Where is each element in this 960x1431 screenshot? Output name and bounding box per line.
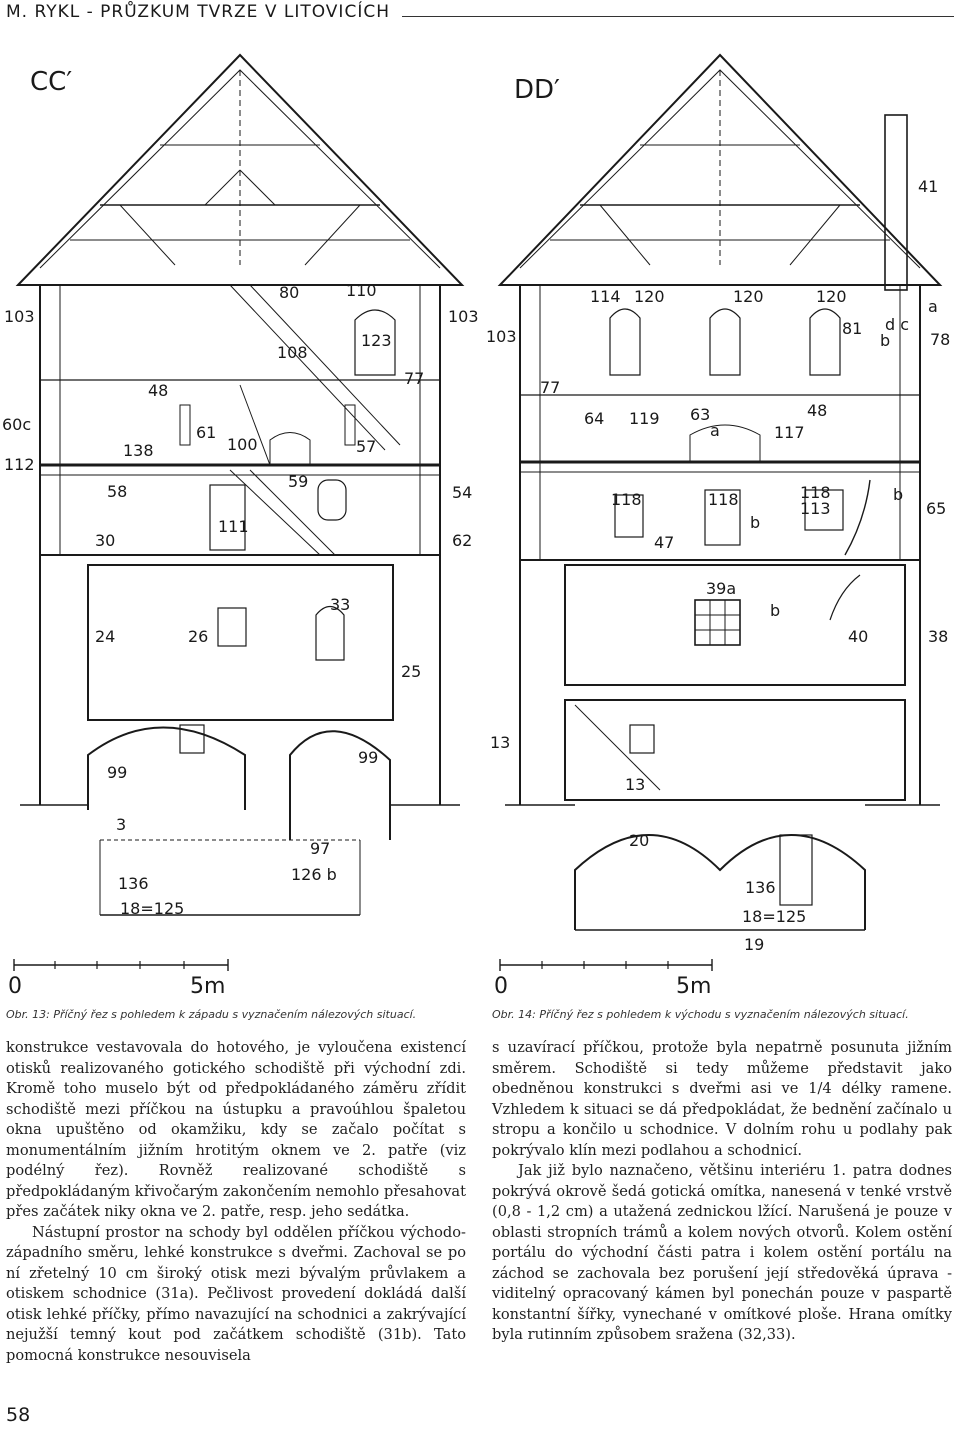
left-label: 62 [452,531,472,550]
header-rule [402,16,954,17]
left-label: 26 [188,627,208,646]
left-section-drawing [13,53,465,971]
figure-caption-right: Obr. 14: Příčný řez s pohledem k východu… [492,1008,909,1021]
right-vault [574,834,866,930]
right-label: 18=125 [742,907,806,926]
right-label: 77 [540,378,560,397]
right-label: 38 [928,627,948,646]
left-label: 103 [448,307,479,326]
right-label: 120 [816,287,847,306]
text-column-right: s uzavírací příčkou, protože byla nepatr… [492,1038,952,1346]
right-label: a [928,297,938,316]
left-label: 57 [356,437,376,456]
left-label: 48 [148,381,168,400]
left-label: 61 [196,423,216,442]
right-label: 118 [708,490,739,509]
right-scale-start: 0 [494,974,508,999]
left-label: 100 [227,435,258,454]
left-scale-start: 0 [8,974,22,999]
left-label: 97 [310,839,330,858]
right-label: 65 [926,499,946,518]
right-label: 118 [611,490,642,509]
right-label: 119 [629,409,660,428]
figures-drawing: CC′ 103 80 110 103 108 123 48 77 60c 61 … [2,53,950,999]
left-label: 60c [2,415,31,434]
right-label: 13 [490,733,510,752]
left-label: 59 [288,472,308,491]
left-label: 77 [404,369,424,388]
left-label: 126 b [291,865,337,884]
left-label: 108 [277,343,308,362]
right-label: 120 [634,287,665,306]
left-label: 33 [330,595,350,614]
right-label: b [750,513,760,532]
right-label: 41 [918,177,938,196]
paragraph: s uzavírací příčkou, protože byla nepatr… [492,1039,952,1159]
left-label: 80 [279,283,299,302]
right-label: d c [885,315,909,334]
right-label: 118 [800,483,831,502]
right-section-drawing [497,53,943,971]
right-label: 47 [654,533,674,552]
left-label: 123 [361,331,392,350]
right-label: 81 [842,319,862,338]
right-label: 117 [774,423,805,442]
left-vault [87,726,246,810]
left-label: 112 [4,455,35,474]
paragraph: Jak již bylo naznačeno, většinu interiér… [492,1162,952,1343]
running-header-title: M. RYKL - PRŮZKUM TVRZE V LITOVICÍCH [6,2,390,22]
page-number: 58 [6,1404,31,1426]
paragraph: konstrukce vestavovala do hotového, je v… [6,1039,466,1220]
right-label: 78 [930,330,950,349]
right-label: 103 [486,327,517,346]
left-scale-end: 5m [190,974,225,999]
left-label: 136 [118,874,149,893]
left-label: 99 [358,748,378,767]
left-label: 111 [218,517,249,536]
right-label: b [880,331,890,350]
left-label: 54 [452,483,472,502]
left-label: 3 [116,815,126,834]
left-label: 30 [95,531,115,550]
left-section-label: CC′ [30,67,72,97]
left-label: 58 [107,482,127,501]
right-label: 19 [744,935,764,954]
right-label: 63 [690,405,710,424]
left-label: 138 [123,441,154,460]
right-section-label: DD′ [514,75,560,105]
right-label: b [770,601,780,620]
running-header: M. RYKL - PRŮZKUM TVRZE V LITOVICÍCH [0,0,960,30]
left-label: 110 [346,281,377,300]
right-label: 64 [584,409,604,428]
right-scale-end: 5m [676,974,711,999]
left-label: 99 [107,763,127,782]
paragraph: Nástupní prostor na schody byl oddělen p… [6,1223,466,1364]
left-label: 25 [401,662,421,681]
right-label: 114 [590,287,621,306]
left-label: 18=125 [120,899,184,918]
right-label: 39a [706,579,736,598]
left-label: 103 [4,307,35,326]
right-label: a [710,421,720,440]
right-label: 40 [848,627,868,646]
left-label: 24 [95,627,115,646]
text-column-left: konstrukce vestavovala do hotového, je v… [6,1038,466,1366]
right-label: b [893,485,903,504]
right-label: 20 [629,831,649,850]
right-label: 13 [625,775,645,794]
right-label: 120 [733,287,764,306]
figure-caption-left: Obr. 13: Příčný řez s pohledem k západu … [6,1008,417,1021]
right-label: 48 [807,401,827,420]
right-label: 113 [800,499,831,518]
right-label: 136 [745,878,776,897]
